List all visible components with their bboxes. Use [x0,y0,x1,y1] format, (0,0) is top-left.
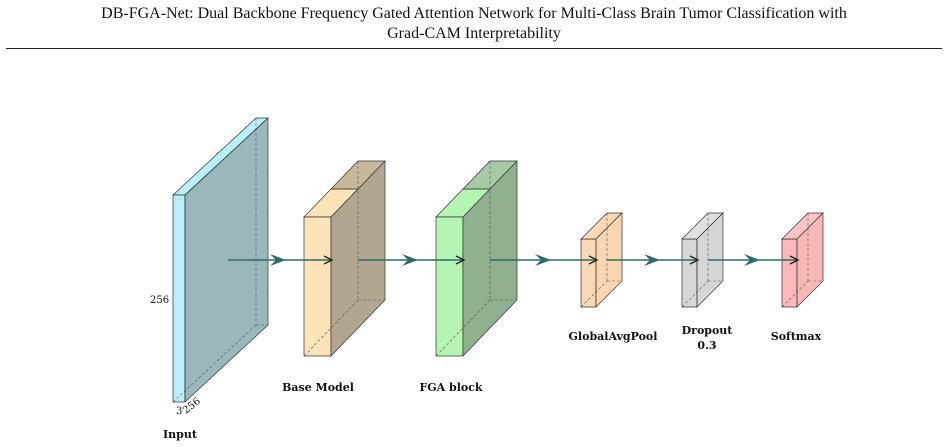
softmax-label: Softmax [771,330,822,343]
connection-arrows [228,254,800,266]
dropout-front [681,238,698,308]
base-model-block [303,160,386,357]
dropout-label-line-1: Dropout [682,324,734,337]
input-channel-face [172,194,186,403]
arrow-head-base-fga [455,255,466,265]
arrow-head-fga-gap [588,255,599,265]
arrow-head-input-base [323,255,334,265]
global-avg-pool-label: GlobalAvgPool [569,330,658,343]
softmax-side [796,212,824,308]
arrow-mid-base-fga [402,254,418,266]
dropout-label-line-2: 0.3 [697,339,716,352]
arrow-mid-input-base [270,254,286,266]
paper-header: DB-FGA-Net: Dual Backbone Frequency Gate… [0,4,948,44]
gap-front [580,238,597,308]
fga-front-strip [435,216,464,357]
input-body-front [185,118,268,402]
input-block [172,117,269,403]
fga-block-label: FGA block [419,381,482,394]
arrow-head-gap-dropout [689,255,700,265]
input-label: Input [163,428,198,441]
arrow-mid-dropout-softmax [744,254,760,266]
arrow-mid-fga-gap [535,254,551,266]
softmax-front [781,238,798,308]
paper-title-line-2: Grad-CAM Interpretability [387,25,561,42]
base-model-label: Base Model [282,381,354,394]
fga-block [435,160,518,357]
paper-title-line-1: DB-FGA-Net: Dual Backbone Frequency Gate… [101,5,847,22]
input-channel-label: 3 [176,406,182,417]
input-height-label: 256 [150,295,169,306]
base-model-front-strip [303,216,332,357]
softmax-block [781,212,824,308]
dropout-block [681,212,724,308]
header-rule [6,48,942,49]
arrow-head-dropout-softmax [789,255,800,265]
arrow-mid-gap-dropout [644,254,660,266]
